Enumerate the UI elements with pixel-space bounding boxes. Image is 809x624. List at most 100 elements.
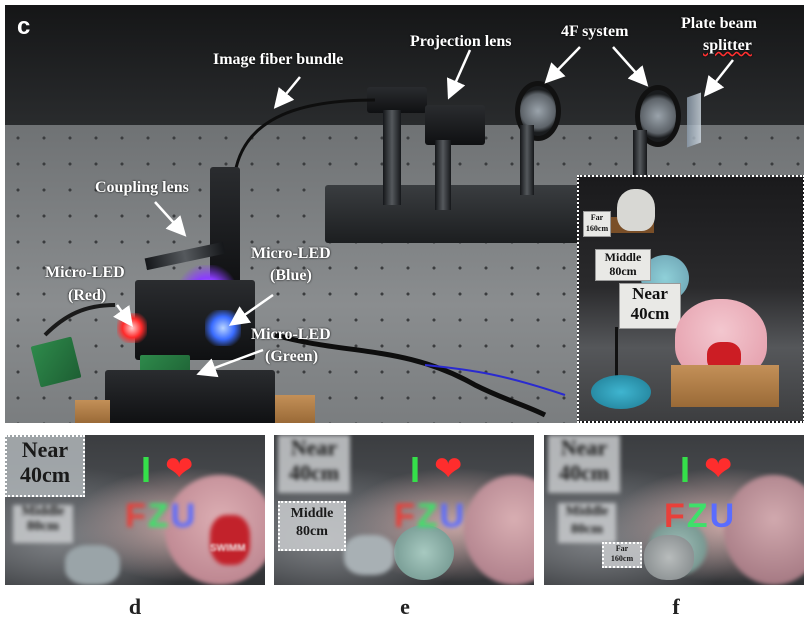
- led-fzu-text: FZU: [125, 497, 197, 536]
- pink-toy-blur: [724, 475, 804, 585]
- bunny-toy: [617, 189, 655, 231]
- far-text: Far: [615, 544, 629, 553]
- wood-box: [671, 365, 779, 407]
- label-plate-beam: Plate beam: [681, 15, 757, 32]
- stage-base: [105, 370, 275, 423]
- projection-lens-mount: [425, 105, 485, 145]
- setup-photo: c Image fiber bundle Projection lens 4F …: [5, 5, 804, 423]
- mount-post: [520, 125, 534, 195]
- label-micro-led-green-2: (Green): [265, 348, 319, 365]
- led-fzu-text: FZU: [664, 497, 736, 536]
- middle-text: Middle: [21, 504, 65, 519]
- fzu-f: F: [394, 497, 417, 535]
- middle-dist: 80cm: [571, 522, 603, 537]
- arrow-fiber: [273, 76, 301, 109]
- label-micro-led-blue-2: (Blue): [270, 267, 312, 284]
- caption-f: f: [672, 594, 680, 619]
- label-micro-led-blue-1: Micro-LED: [251, 245, 331, 262]
- middle-text: Middle: [290, 506, 334, 521]
- caption-d: d: [128, 594, 142, 619]
- label-micro-led-red-2: (Red): [68, 287, 107, 304]
- inset-near-dist: 40cm: [630, 304, 670, 323]
- inset-far-dist: 160cm: [585, 224, 609, 233]
- inset-near-text: Near: [632, 284, 668, 303]
- fzu-z: Z: [416, 497, 440, 535]
- focus-box-far: Far 160cm: [602, 542, 642, 568]
- pink-toy-blur: [464, 475, 534, 585]
- bear-toy: [394, 525, 454, 580]
- inset-far-text: Far: [590, 213, 604, 222]
- label-4f-system: 4F system: [561, 23, 629, 40]
- lens-ring: [515, 81, 561, 141]
- middle-text: Middle: [565, 504, 609, 519]
- label-micro-led-red-1: Micro-LED: [45, 264, 125, 281]
- mount-post: [383, 110, 401, 205]
- label-projection-lens: Projection lens: [410, 33, 512, 50]
- sign-middle-blur: Middle 80cm: [558, 503, 616, 543]
- fzu-f: F: [664, 497, 687, 535]
- arrow-blue: [228, 293, 274, 326]
- focus-box-middle: Middle 80cm: [278, 501, 346, 551]
- scene-inset: Far 160cm Middle 80cm Near 40cm: [577, 175, 804, 423]
- arrow-red: [113, 304, 133, 328]
- middle-dist: 80cm: [296, 524, 328, 539]
- sign-near-blur: Near 40cm: [278, 435, 350, 493]
- near-dist: 40cm: [19, 462, 71, 487]
- bunny-blur: [344, 535, 394, 575]
- fzu-z: Z: [686, 497, 710, 535]
- arrow-coupling: [154, 201, 187, 237]
- inset-sign-far: Far 160cm: [583, 211, 611, 237]
- bunny-toy: [644, 535, 694, 580]
- arrow-4f-left: [544, 46, 581, 84]
- led-heart: ❤: [165, 449, 194, 489]
- near-dist: 40cm: [288, 460, 340, 485]
- wood-block: [275, 395, 315, 423]
- near-text: Near: [290, 435, 338, 460]
- fzu-f: F: [125, 497, 148, 535]
- panel-f-image: I ❤ FZU Near 40cm Middle 80cm Far 160cm: [544, 435, 804, 585]
- far-dist: 160cm: [610, 554, 634, 563]
- inset-sign-near: Near 40cm: [619, 283, 681, 329]
- middle-dist: 80cm: [27, 518, 59, 534]
- panel-letter-c: c: [17, 13, 31, 40]
- fzu-u: U: [439, 497, 467, 535]
- annotation-arrows: [113, 46, 734, 378]
- caption-e: e: [400, 594, 410, 619]
- sign-middle-blur: Middle 80cm: [13, 504, 73, 543]
- near-text: Near: [560, 435, 608, 460]
- focus-box-near: Near 40cm: [5, 435, 85, 497]
- arrow-green: [196, 348, 264, 378]
- optical-rail: [325, 185, 595, 243]
- mount-post: [633, 130, 647, 180]
- mount-post: [435, 140, 451, 210]
- cables-layer: [43, 98, 566, 418]
- wood-block: [75, 400, 110, 423]
- stand-base: [591, 375, 651, 409]
- arrow-4f-right: [612, 46, 649, 87]
- led-heart: ❤: [434, 449, 463, 489]
- led-i-text: I: [141, 449, 152, 490]
- led-fzu-text: FZU: [394, 497, 466, 536]
- fzu-u: U: [170, 497, 198, 535]
- swimm-text: SWIMM: [210, 543, 246, 554]
- red-apple-blur: [210, 515, 250, 565]
- near-text: Near: [21, 437, 69, 462]
- led-i-text: I: [680, 449, 691, 490]
- inset-middle-dist: 80cm: [609, 264, 637, 278]
- fzu-u: U: [709, 497, 737, 535]
- inset-sign-middle: Middle 80cm: [595, 249, 651, 281]
- inset-middle-text: Middle: [604, 250, 642, 264]
- near-dist: 40cm: [558, 460, 610, 485]
- panel-d-image: I ❤ FZU Middle 80cm SWIMM Near 40cm: [5, 435, 265, 585]
- panel-e-image: I ❤ FZU Near 40cm Middle 80cm: [274, 435, 534, 585]
- led-heart: ❤: [704, 449, 733, 489]
- fzu-z: Z: [147, 497, 171, 535]
- label-image-fiber-bundle: Image fiber bundle: [213, 51, 344, 68]
- label-splitter: splitter: [703, 37, 752, 54]
- bear-blur: [65, 545, 120, 585]
- arrow-projection: [446, 49, 472, 100]
- lens-mount: [367, 87, 427, 113]
- label-coupling-lens: Coupling lens: [95, 179, 189, 196]
- sign-near-blur: Near 40cm: [548, 435, 620, 493]
- arrow-splitter: [703, 59, 734, 97]
